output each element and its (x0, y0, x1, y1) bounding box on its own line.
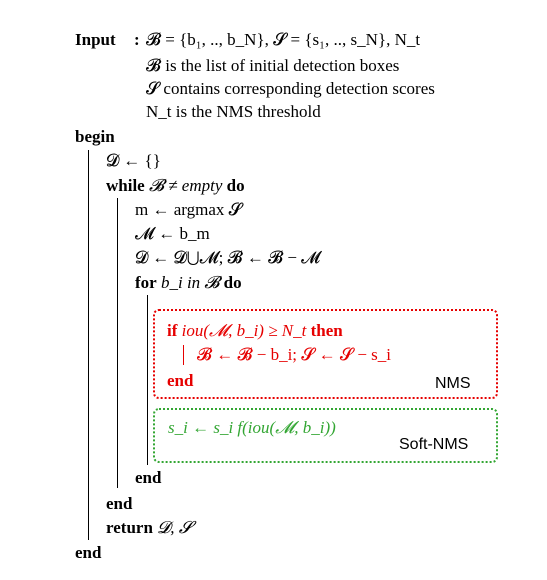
end-if: end (167, 371, 194, 390)
input-separator: : (134, 30, 140, 49)
soft-nms-tag: Soft-NMS (399, 436, 469, 453)
while-condition: 𝓑 ≠ empty (148, 176, 223, 195)
algo-begin: begin (75, 127, 115, 146)
soft-nms-body: s_i ← s_i f(iou(𝓜, b_i)) (168, 418, 336, 437)
nms-box (153, 309, 498, 399)
if-keyword: if (167, 321, 178, 340)
input-label: Input (75, 30, 116, 49)
return-line: return 𝓓, 𝓢 (106, 517, 192, 539)
for-do-keyword: do (223, 273, 242, 292)
for-block-bar (147, 295, 148, 465)
d-init: 𝓓 ← {} (106, 151, 161, 170)
end-while: end (106, 494, 133, 513)
input-desc-scores: 𝓢 contains corresponding detection score… (146, 79, 435, 98)
soft-nms-box (153, 408, 498, 463)
end-algo: end (75, 543, 102, 562)
begin-block-bar (88, 150, 89, 540)
if-line: if iou(𝓜, b_i) ≥ N_t then (167, 320, 343, 342)
if-condition: iou(𝓜, b_i) ≥ N_t (181, 321, 307, 340)
nms-tag: NMS (435, 375, 471, 392)
nms-body: 𝓑 ← 𝓑 − b_i; 𝓢 ← 𝓢 − s_i (197, 345, 392, 364)
if-block-bar (183, 345, 184, 365)
return-keyword: return (106, 518, 153, 537)
m-assign-line: 𝓜 ← b_m (135, 224, 210, 243)
input-desc-boxes: 𝓑 is the list of initial detection boxes (146, 56, 400, 75)
end-for: end (135, 468, 162, 487)
for-line: for b_i in 𝓑 do (135, 272, 242, 294)
while-do-keyword: do (226, 176, 245, 195)
for-condition: b_i in 𝓑 (160, 273, 220, 292)
while-line: while 𝓑 ≠ empty do (106, 175, 245, 197)
input-formula: 𝓑 = {b₁, .., b_N}, 𝓢 = {s₁, .., s_N}, N_… (146, 30, 421, 49)
update-line: 𝓓 ← 𝓓⋃𝓜; 𝓑 ← 𝓑 − 𝓜 (135, 248, 321, 267)
then-keyword: then (310, 321, 343, 340)
while-block-bar (117, 198, 118, 488)
input-desc-threshold: N_t is the NMS threshold (146, 102, 321, 121)
for-keyword: for (135, 273, 157, 292)
argmax-line: m ← argmax 𝓢 (135, 200, 242, 219)
while-keyword: while (106, 176, 145, 195)
return-value: 𝓓, 𝓢 (157, 518, 192, 537)
